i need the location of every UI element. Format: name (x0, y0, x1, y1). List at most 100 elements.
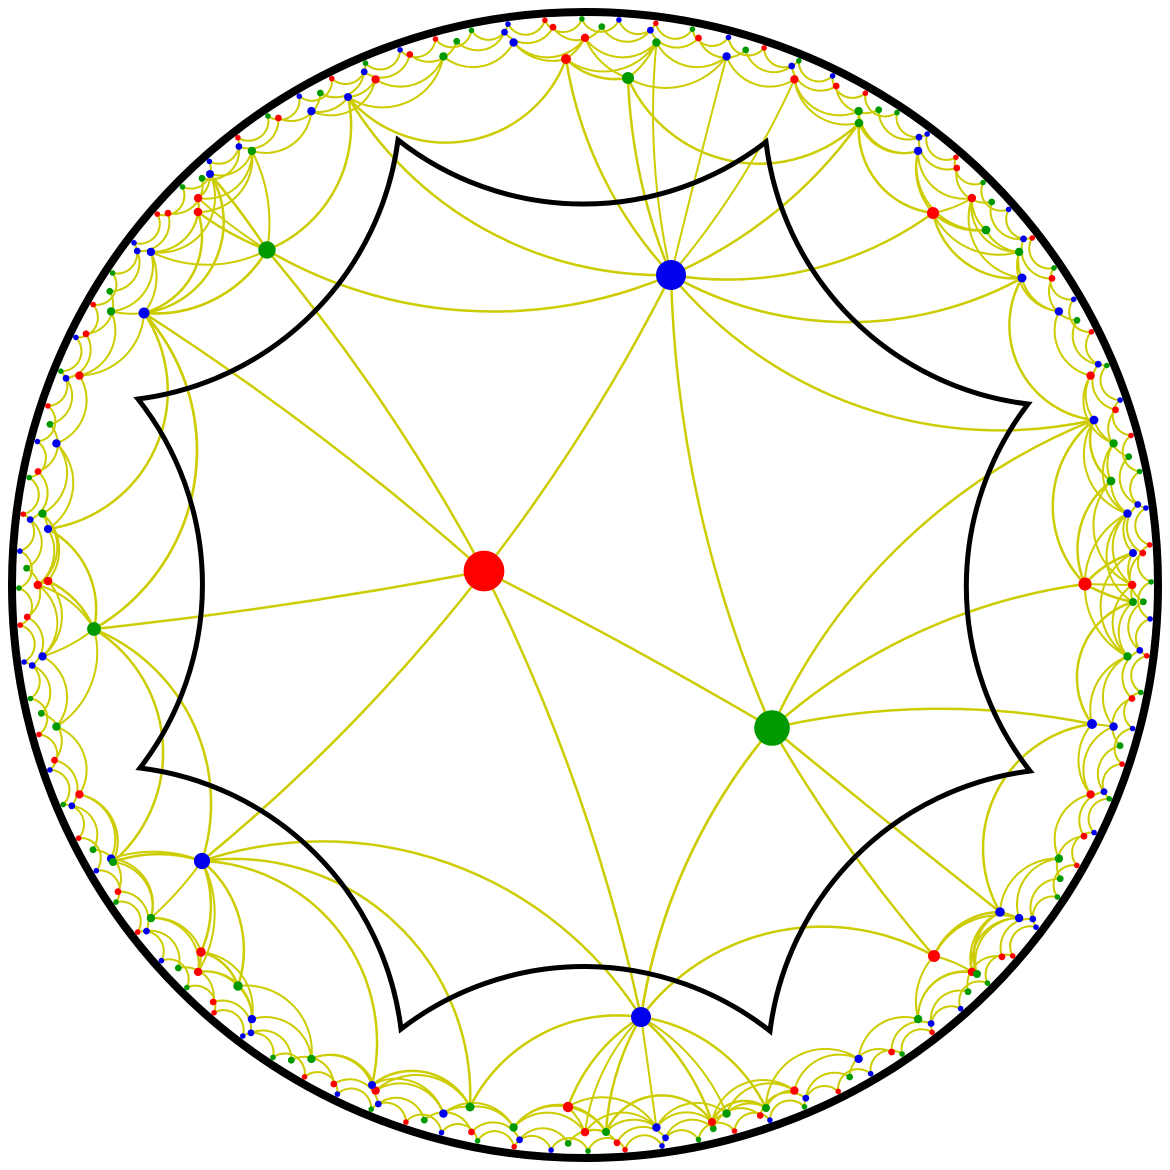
rim-spoke (605, 1118, 658, 1133)
rim-vertex-green (801, 1104, 808, 1110)
rim-vertex-blue (47, 767, 53, 773)
vertex-green (854, 118, 864, 128)
tiling-edge (266, 96, 353, 252)
rim-vertex-blue (334, 1091, 341, 1097)
tiling-edge (482, 570, 643, 1018)
rim-vertex-green (796, 58, 802, 64)
tiling-edge (564, 58, 672, 276)
rim-spoke (347, 56, 445, 109)
rim-vertex-green (453, 37, 461, 45)
tiling-edge (670, 122, 861, 277)
tiling-edge (93, 627, 213, 862)
rim-edge (580, 18, 620, 33)
tiling-edge (93, 627, 165, 863)
rim-vertex-blue (34, 438, 41, 445)
rim-vertex-green (652, 38, 661, 47)
rim-edge (550, 1137, 590, 1152)
rim-edge (1016, 857, 1059, 919)
vertex-blue (138, 307, 150, 319)
rim-vertex-red (653, 20, 659, 27)
vertex-green (87, 622, 101, 636)
rim-vertex-blue (1020, 235, 1027, 243)
rim-vertex-blue (62, 374, 70, 382)
rim-vertex-green (1014, 247, 1024, 257)
rim-vertex-blue (131, 240, 137, 246)
rim-vertex-blue (915, 133, 923, 141)
rim-edge (970, 197, 1020, 253)
rim-vertex-red (275, 114, 282, 122)
rim-edge (1101, 655, 1128, 728)
rim-edge (405, 1113, 443, 1133)
rim-vertex-red (211, 1009, 217, 1016)
rim-vertex-blue (509, 38, 518, 47)
rim-vertex-red (835, 1088, 841, 1095)
rim-vertex-green (509, 1123, 518, 1132)
vertex-blue (1087, 719, 1097, 729)
rim-vertex-blue (235, 143, 243, 150)
rim-vertex-red (33, 580, 42, 590)
rim-vertex-red (17, 622, 24, 628)
rim-vertex-green (1109, 439, 1118, 448)
rim-spoke (37, 528, 56, 586)
vertex-red (561, 54, 571, 64)
rim-vertex-blue (439, 1109, 448, 1118)
rim-vertex-red (406, 51, 414, 58)
tiling-edge (483, 274, 673, 572)
rim-spoke (1099, 552, 1134, 658)
rim-spoke (374, 1073, 471, 1108)
rim-vertex-blue (1147, 616, 1153, 622)
minor-edge-layer (18, 18, 1152, 1152)
rim-vertex-green (988, 198, 996, 206)
rim-vertex-green (1073, 316, 1081, 324)
vertex-green (258, 241, 276, 259)
rim-vertex-red (1029, 235, 1036, 241)
rim-vertex-green (709, 1125, 717, 1133)
node-layer (16, 16, 1154, 1154)
rim-edge (470, 1121, 521, 1141)
rim-spoke (512, 1103, 607, 1133)
rim-edge (197, 150, 253, 200)
rim-spoke (1105, 512, 1134, 603)
rim-vertex-green (1054, 894, 1061, 900)
rim-edge (616, 1125, 667, 1144)
rim-vertex-red (1080, 832, 1088, 840)
rim-edge (161, 958, 190, 988)
rim-spoke (512, 41, 567, 62)
rim-vertex-red (756, 1112, 764, 1119)
tiling-edge (266, 249, 486, 572)
rim-edge (186, 984, 217, 1014)
rim-edge (54, 759, 79, 807)
rim-edge (831, 75, 867, 99)
rim-vertex-red (888, 1048, 895, 1056)
rim-vertex-green (564, 1140, 572, 1147)
rim-vertex-blue (957, 1005, 964, 1012)
rim-edge (917, 137, 958, 171)
rim-vertex-blue (1109, 722, 1118, 731)
vertex-blue (206, 170, 214, 178)
rim-vertex-blue (854, 1054, 863, 1064)
rim-spoke (584, 1016, 642, 1133)
rim-edge (23, 476, 40, 516)
tiling-edge (640, 1016, 714, 1123)
rim-vertex-blue (788, 62, 796, 70)
rim-vertex-green (1123, 652, 1132, 661)
vertex-blue (656, 260, 686, 290)
rim-edge (29, 470, 49, 521)
rim-edge (768, 1099, 806, 1121)
rim-vertex-blue (616, 17, 622, 23)
rim-vertex-green (113, 899, 119, 905)
rim-edge (310, 79, 377, 117)
vertex-green (973, 970, 981, 978)
rim-edge (725, 56, 795, 88)
rim-edge (507, 19, 546, 36)
rim-edge (18, 587, 34, 627)
rim-edge (476, 1130, 516, 1147)
vertex-green (233, 981, 243, 991)
rim-vertex-red (371, 75, 380, 84)
rim-spoke (371, 1077, 445, 1114)
rim-spoke (725, 1102, 767, 1115)
rim-edge (864, 93, 898, 118)
rim-spoke (110, 850, 203, 862)
rim-vertex-blue (652, 1123, 661, 1132)
rim-edge (1113, 727, 1133, 765)
